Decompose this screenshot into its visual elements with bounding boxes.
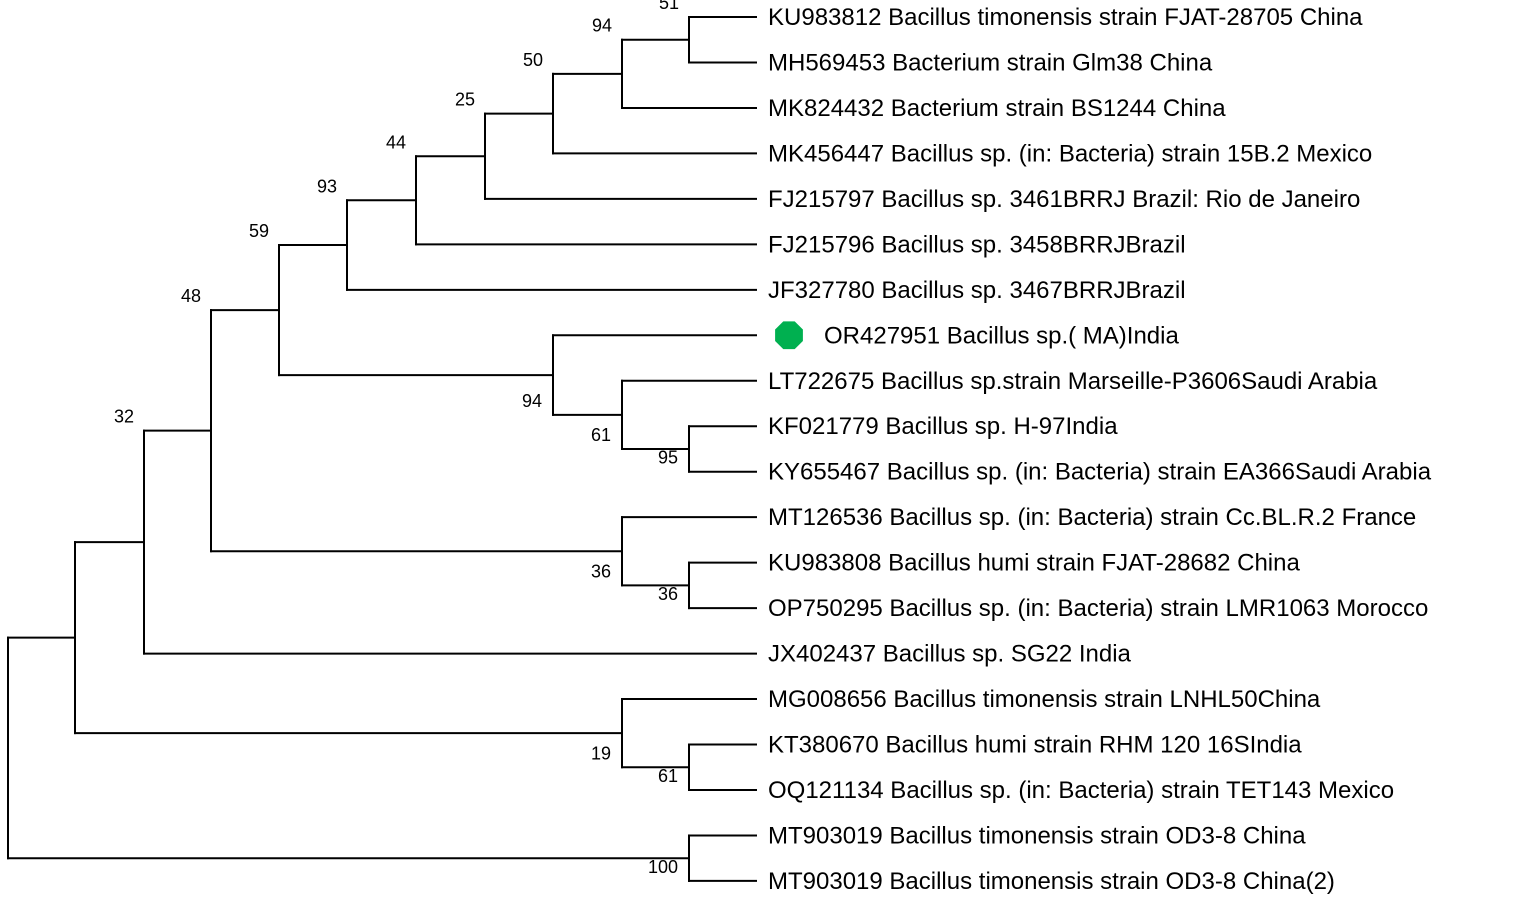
leaf-label: LT722675 Bacillus sp.strain Marseille-P3… (768, 368, 1378, 395)
leaf-label: OR427951 Bacillus sp.( MA)India (824, 322, 1179, 349)
bootstrap-value: 32 (114, 407, 134, 427)
bootstrap-value: 50 (523, 50, 543, 70)
bootstrap-value: 94 (522, 391, 542, 411)
bootstrap-value: 36 (591, 561, 611, 581)
leaf-label: FJ215796 Bacillus sp. 3458BRRJBrazil (768, 231, 1186, 258)
leaf-label: JX402437 Bacillus sp. SG22 India (768, 641, 1132, 668)
leaf-label: KF021779 Bacillus sp. H-97India (768, 413, 1118, 440)
leaf-label: MG008656 Bacillus timonensis strain LNHL… (768, 686, 1321, 713)
bootstrap-value: 51 (659, 0, 679, 13)
leaf-label: OP750295 Bacillus sp. (in: Bacteria) str… (768, 595, 1428, 622)
bootstrap-value: 93 (317, 176, 337, 196)
leaf-label: MH569453 Bacterium strain Glm38 China (768, 49, 1213, 76)
leaf-label: MK456447 Bacillus sp. (in: Bacteria) str… (768, 140, 1372, 167)
highlight-octagon-icon (775, 321, 803, 350)
leaf-label: JF327780 Bacillus sp. 3467BRRJBrazil (768, 277, 1186, 304)
bootstrap-value: 100 (648, 857, 678, 877)
leaf-label: KT380670 Bacillus humi strain RHM 120 16… (768, 732, 1302, 759)
leaf-label: MT126536 Bacillus sp. (in: Bacteria) str… (768, 504, 1416, 531)
leaf-label: MT903019 Bacillus timonensis strain OD3-… (768, 822, 1306, 849)
bootstrap-value: 25 (455, 90, 475, 110)
leaf-label: FJ215797 Bacillus sp. 3461BRRJ Brazil: R… (768, 186, 1360, 213)
bootstrap-value: 19 (591, 743, 611, 763)
bootstrap-value: 44 (386, 132, 406, 152)
tree-branches (7, 16, 757, 882)
bootstrap-value: 95 (658, 448, 678, 468)
leaf-label: KU983812 Bacillus timonensis strain FJAT… (768, 4, 1363, 31)
leaf-label: KU983808 Bacillus humi strain FJAT-28682… (768, 550, 1300, 577)
leaf-label: OQ121134 Bacillus sp. (in: Bacteria) str… (768, 777, 1394, 804)
leaf-labels: KU983812 Bacillus timonensis strain FJAT… (768, 4, 1432, 895)
bootstrap-value: 48 (181, 286, 201, 306)
bootstrap-values: 51 94 50 25 44 93 95 61 94 59 36 36 48 32 61 19 100 (114, 0, 679, 877)
bootstrap-value: 59 (249, 221, 269, 241)
bootstrap-value: 61 (591, 425, 611, 445)
leaf-label: KY655467 Bacillus sp. (in: Bacteria) str… (768, 459, 1432, 486)
bootstrap-value: 61 (658, 766, 678, 786)
bootstrap-value: 36 (658, 584, 678, 604)
bootstrap-value: 94 (592, 16, 612, 36)
leaf-label: MT903019 Bacillus timonensis strain OD3-… (768, 868, 1335, 895)
leaf-label: MK824432 Bacterium strain BS1244 China (768, 95, 1226, 122)
